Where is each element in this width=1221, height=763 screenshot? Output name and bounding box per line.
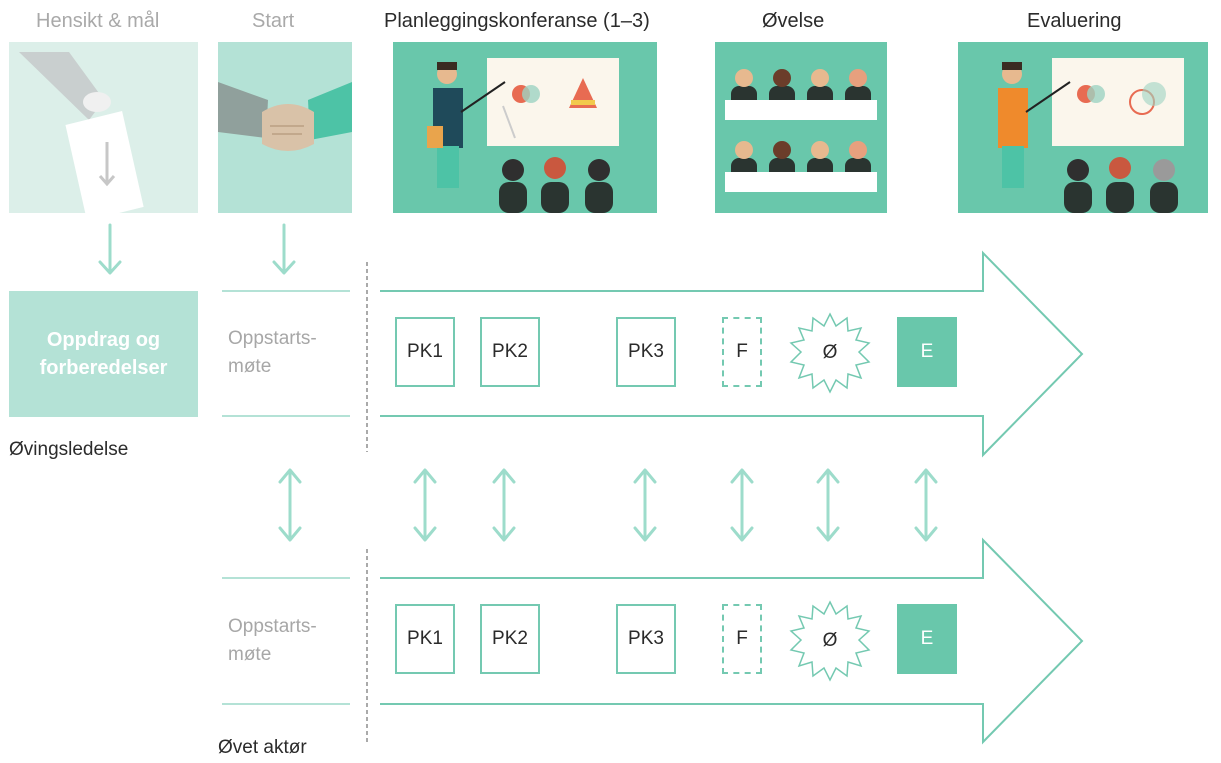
o-star-label: Ø [822, 342, 838, 363]
oppdrag-line1: Oppdrag og [46, 329, 161, 351]
f-box-top: F [722, 317, 762, 387]
oppstart-line1: Oppstarts- [228, 328, 317, 349]
down-arrow-hensikt [98, 223, 122, 275]
handshake-illustration [218, 42, 352, 213]
oppstart-label-bottom: Oppstarts- møte [228, 613, 368, 669]
phase-evaluering-label: Evaluering [1027, 10, 1122, 32]
oppstart-line2: møte [228, 356, 272, 377]
starburst-icon [789, 600, 871, 682]
pk2-box-bottom: PK2 [480, 604, 540, 674]
oppdrag-line2: forberedelser [39, 357, 168, 379]
pk3-box-bottom: PK3 [616, 604, 676, 674]
double-arrow-oppstart [278, 468, 302, 542]
e-box-top: E [897, 317, 957, 387]
o-star-bottom: Ø [789, 600, 871, 682]
pk2-box-top: PK2 [480, 317, 540, 387]
ovingsledelse-label: Øvingsledelse [9, 439, 129, 460]
o-star-top: Ø [789, 312, 871, 394]
f-box-bottom: F [722, 604, 762, 674]
pk3-box-top: PK3 [616, 317, 676, 387]
oppstart-line1: Oppstarts- [228, 616, 317, 637]
phase-ovelse-label: Øvelse [762, 10, 825, 32]
big-arrow-bottom [380, 537, 1084, 745]
down-arrow-start [272, 223, 296, 275]
double-arrow-f [730, 468, 754, 542]
double-arrow-pk2 [492, 468, 516, 542]
evaluation-illustration [958, 42, 1208, 213]
pk1-box-bottom: PK1 [395, 604, 455, 674]
phase-hensikt-label: Hensikt & mål [36, 10, 160, 32]
pk1-box-top: PK1 [395, 317, 455, 387]
double-arrow-pk3 [633, 468, 657, 542]
ovet-aktor-label: Øvet aktør [218, 737, 307, 758]
oppstart-label-top: Oppstarts- møte [228, 325, 368, 381]
exercise-illustration [715, 42, 887, 213]
e-box-bottom: E [897, 604, 957, 674]
phase-planlegging-label: Planleggingskonferanse (1–3) [384, 10, 650, 32]
planning-conference-illustration [393, 42, 657, 213]
starburst-icon [789, 312, 871, 394]
oppdrag-box: Oppdrag og forberedelser [9, 291, 198, 417]
double-arrow-pk1 [413, 468, 437, 542]
double-arrow-e [914, 468, 938, 542]
o-star-label: Ø [822, 630, 838, 651]
phase-start-label: Start [252, 10, 295, 32]
double-arrow-o [816, 468, 840, 542]
document-handover-illustration [9, 42, 198, 213]
big-arrow-top [380, 250, 1084, 458]
oppstart-line2: møte [228, 644, 272, 665]
